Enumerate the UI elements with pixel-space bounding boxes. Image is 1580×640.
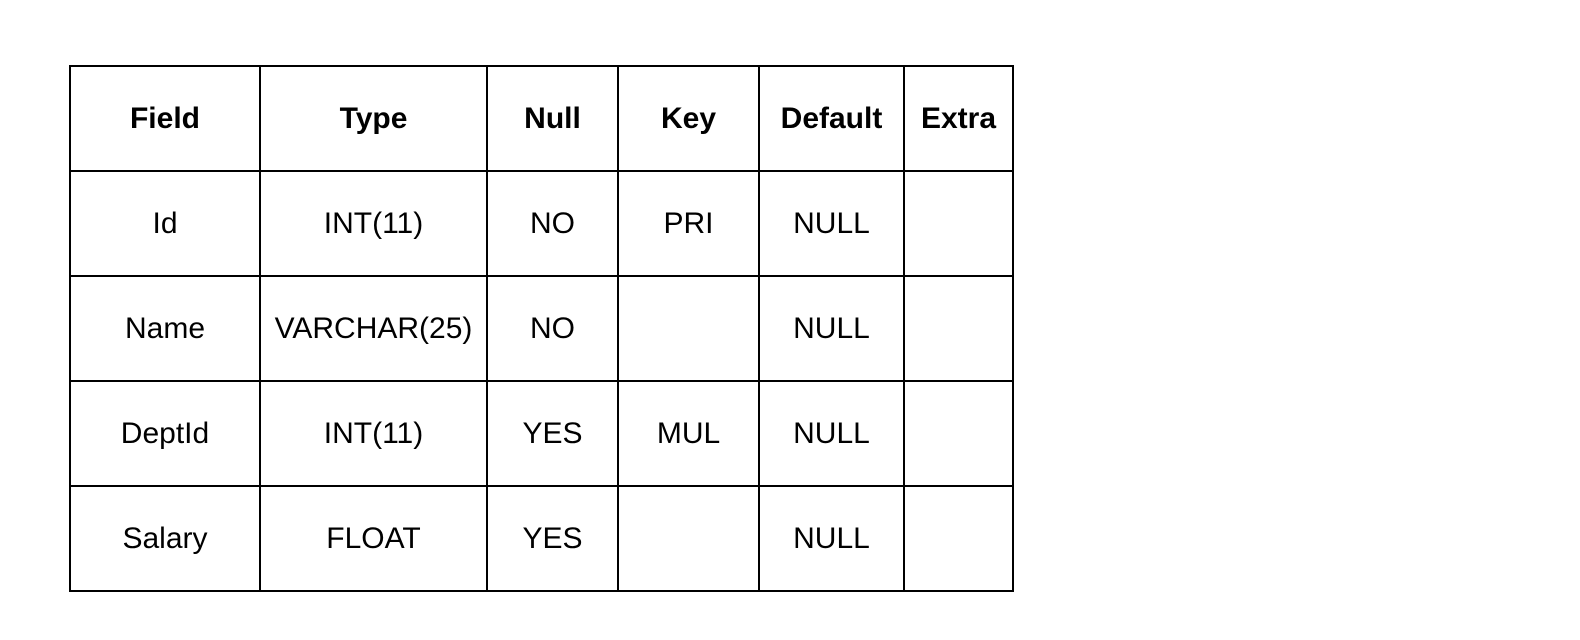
- table-cell: VARCHAR(25): [259, 275, 488, 382]
- table-cell: [617, 485, 760, 592]
- table-cell: [903, 485, 1014, 592]
- table-cell: NO: [486, 170, 619, 277]
- table-cell: DeptId: [69, 380, 261, 487]
- table-row: Salary FLOAT YES NULL: [69, 485, 1014, 592]
- table-cell: YES: [486, 485, 619, 592]
- schema-table: Field Type Null Key Default Extra Id INT…: [69, 65, 1014, 592]
- header-cell-null: Null: [486, 65, 619, 172]
- header-cell-key: Key: [617, 65, 760, 172]
- header-cell-default: Default: [758, 65, 905, 172]
- table-cell: MUL: [617, 380, 760, 487]
- header-cell-type: Type: [259, 65, 488, 172]
- table-cell: YES: [486, 380, 619, 487]
- table-row: Id INT(11) NO PRI NULL: [69, 170, 1014, 277]
- table-cell: Name: [69, 275, 261, 382]
- table-cell: [903, 170, 1014, 277]
- table-cell: NO: [486, 275, 619, 382]
- table-row: DeptId INT(11) YES MUL NULL: [69, 380, 1014, 487]
- table-row: Name VARCHAR(25) NO NULL: [69, 275, 1014, 382]
- table-cell: INT(11): [259, 380, 488, 487]
- table-cell: PRI: [617, 170, 760, 277]
- table-cell: NULL: [758, 170, 905, 277]
- table-cell: FLOAT: [259, 485, 488, 592]
- table-cell: NULL: [758, 380, 905, 487]
- table-cell: Id: [69, 170, 261, 277]
- header-cell-field: Field: [69, 65, 261, 172]
- header-cell-extra: Extra: [903, 65, 1014, 172]
- table-cell: Salary: [69, 485, 261, 592]
- table-cell: NULL: [758, 485, 905, 592]
- table-cell: INT(11): [259, 170, 488, 277]
- header-row: Field Type Null Key Default Extra: [69, 65, 1014, 172]
- table-cell: [903, 275, 1014, 382]
- table-cell: [617, 275, 760, 382]
- table-cell: [903, 380, 1014, 487]
- table-cell: NULL: [758, 275, 905, 382]
